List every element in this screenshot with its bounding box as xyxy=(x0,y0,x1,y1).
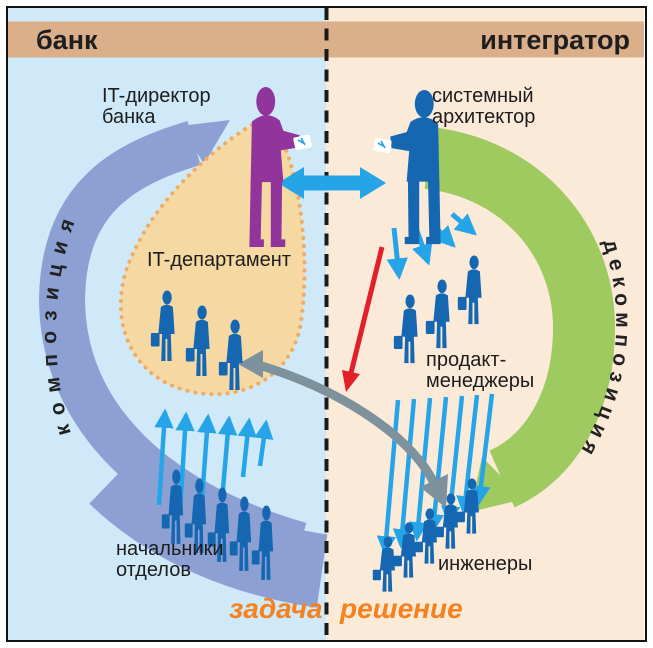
pm-label-line1: продакт- xyxy=(426,349,507,371)
down-arrow xyxy=(376,399,401,556)
architect-paper xyxy=(373,138,392,154)
director-label-line1: IT-директор xyxy=(102,85,211,107)
architect-label: системный архитектор xyxy=(432,86,535,128)
exchange-double-arrow xyxy=(278,167,386,199)
director-label-line2: банка xyxy=(102,106,156,128)
composition-arrowhead xyxy=(180,120,230,164)
solution-label: решение xyxy=(340,593,463,624)
department-label: IT-департамент xyxy=(147,249,291,271)
down-arrow xyxy=(392,398,417,549)
director-paper xyxy=(293,134,312,151)
task-label: задача xyxy=(229,593,323,624)
department-heads-label: начальники отделов xyxy=(116,539,224,581)
red-escalation-arrow xyxy=(342,246,385,392)
architect-label-line1: системный xyxy=(432,85,534,107)
up-arrow xyxy=(218,415,238,490)
director-label: IT-директор банка xyxy=(102,86,211,128)
fan-arrow xyxy=(386,227,408,280)
heads-label-line1: начальники xyxy=(116,538,224,560)
up-arrow xyxy=(254,419,274,467)
feedback-gray-arrow xyxy=(238,350,448,508)
pm-label-line2: менеджеры xyxy=(426,370,535,392)
up-arrow xyxy=(237,417,257,478)
architect-label-line2: архитектор xyxy=(432,106,536,128)
up-arrow xyxy=(154,408,174,506)
product-managers-label: продакт- менеджеры xyxy=(426,350,534,392)
header-bank-label: банк xyxy=(36,25,98,55)
fan-arrow xyxy=(450,212,477,236)
header-integrator-label: интегратор xyxy=(480,25,630,55)
heads-label-line2: отделов xyxy=(116,559,191,581)
down-arrow xyxy=(471,393,495,506)
outer-frame xyxy=(6,6,647,642)
engineers-label: инженеры xyxy=(438,553,533,575)
down-arrow xyxy=(424,396,449,534)
